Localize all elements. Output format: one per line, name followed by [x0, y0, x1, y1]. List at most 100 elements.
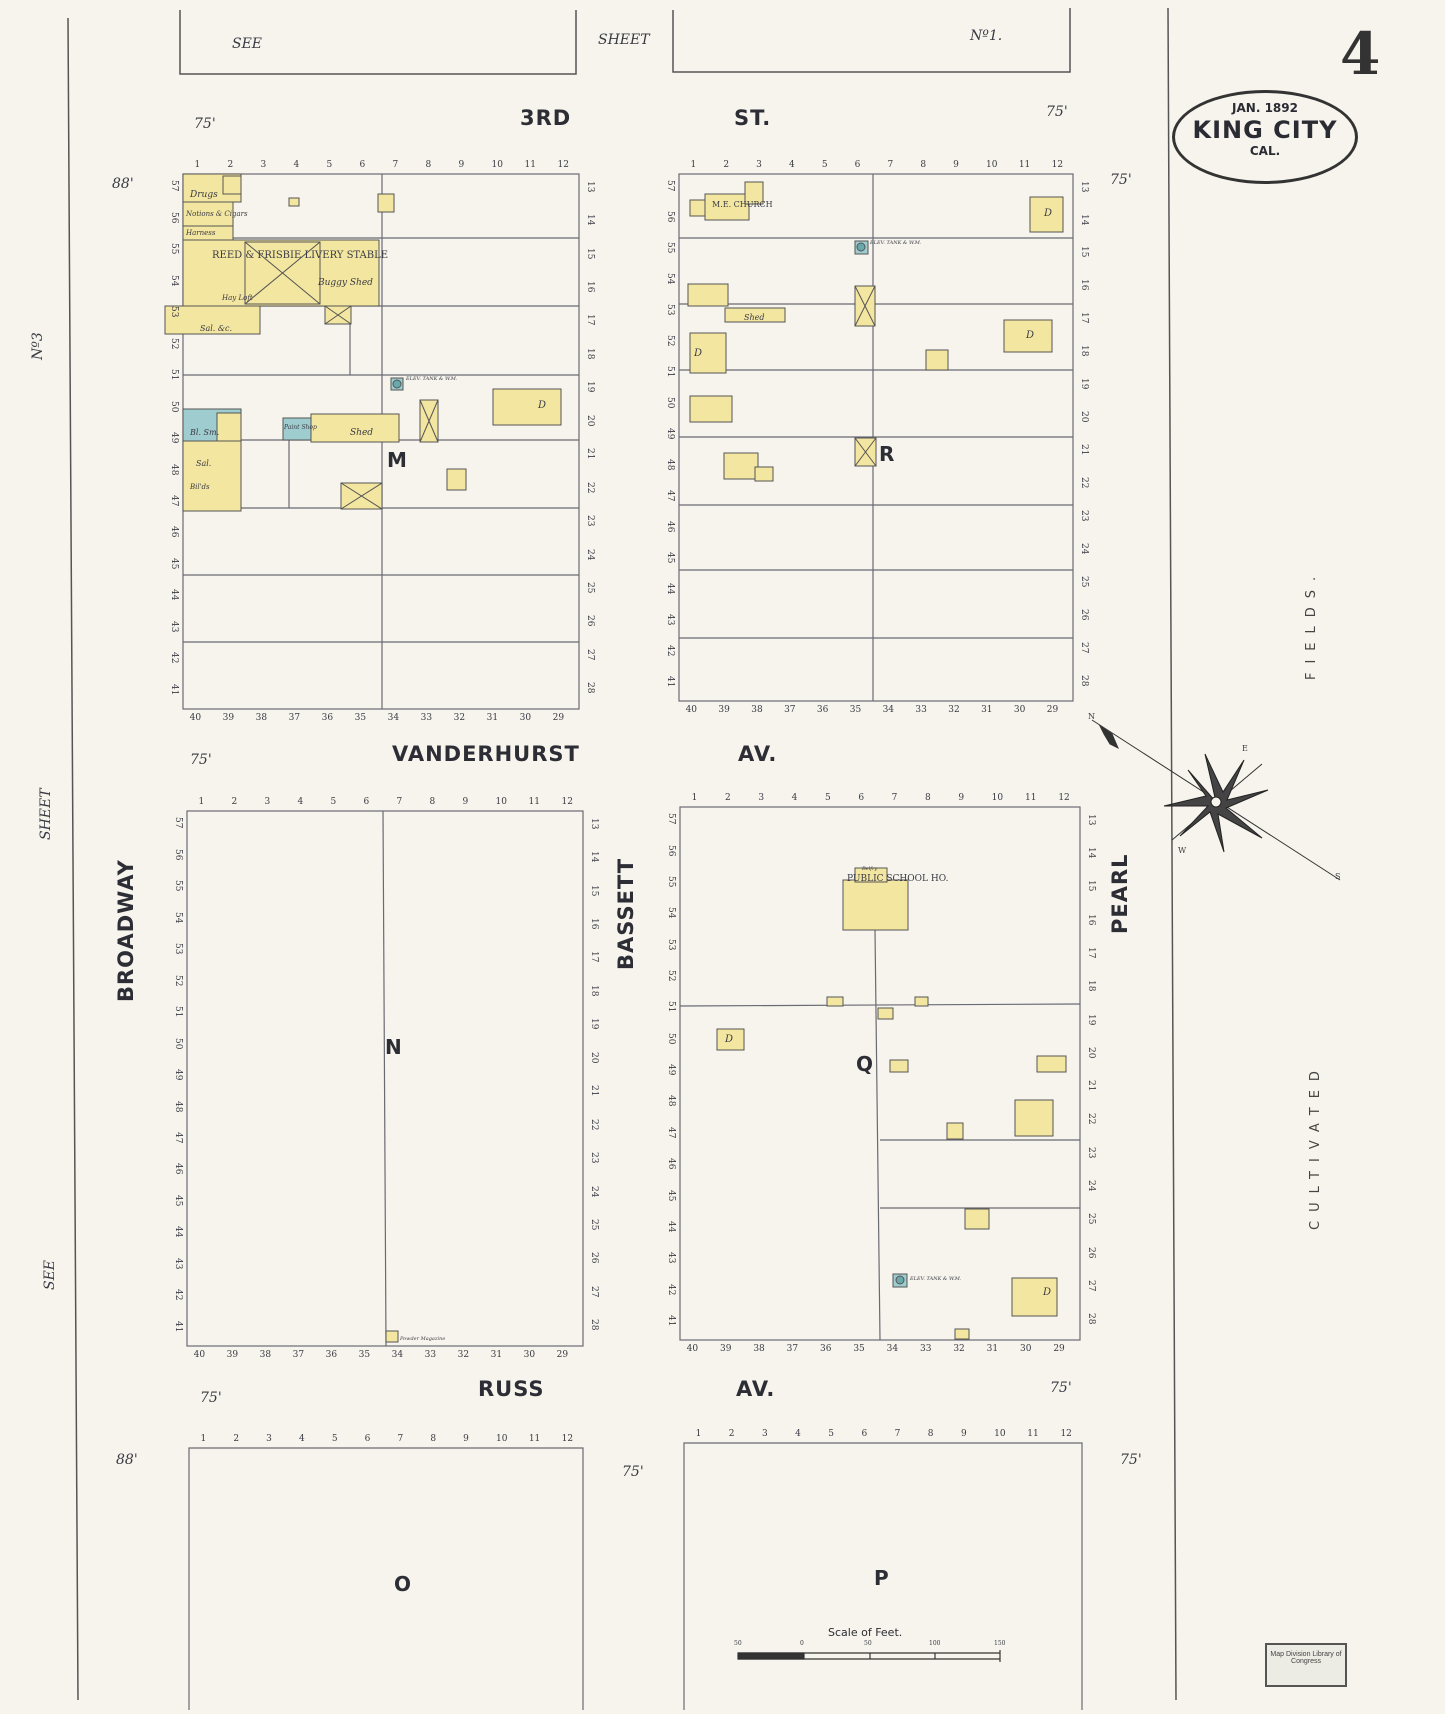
building-buggy-shed: Buggy Shed [318, 278, 373, 288]
lot-number: 54 [173, 911, 183, 924]
lot-number: 6 [861, 1429, 868, 1439]
ref-left-number: Nº3 [30, 332, 46, 360]
width-label: 88' [112, 176, 134, 192]
lot-number: 5 [326, 160, 333, 170]
lot-number: 4 [788, 160, 795, 170]
buildings-block-n [385, 1330, 399, 1343]
building-hay-loft: Hay Loft [222, 294, 253, 302]
lot-number: 30 [1013, 705, 1026, 715]
lot-number: 34 [882, 705, 895, 715]
building-dwelling: D [538, 400, 547, 411]
lot-number: 3 [266, 1434, 272, 1444]
street-russ: RUSS [478, 1377, 545, 1401]
lot-number: 33 [920, 1344, 932, 1354]
street-vanderhurst: VANDERHURST [392, 742, 580, 766]
lot-number: 5 [821, 160, 828, 170]
lot-number: 50 [173, 1037, 183, 1050]
width-label: 75' [194, 116, 216, 132]
lot-number: 8 [920, 160, 927, 170]
building-belfry: Belfry [862, 866, 878, 872]
ref-top-sheet: SHEET [598, 32, 650, 48]
lot-number: 25 [1079, 575, 1089, 588]
lot-number: 38 [255, 713, 268, 723]
lot-number: 1 [198, 797, 205, 807]
lot-number: 35 [358, 1350, 371, 1360]
lot-number: 23 [1079, 509, 1089, 522]
building-sal: Sal. &c. [200, 324, 233, 333]
lot-number: 43 [173, 1257, 183, 1270]
lot-number: 42 [173, 1289, 183, 1301]
lot-number: 26 [585, 615, 595, 627]
lot-number: 10 [495, 797, 507, 807]
lot-number: 39 [718, 705, 730, 715]
building-sal2: Sal. [196, 459, 212, 468]
lot-number: 22 [585, 481, 595, 494]
lot-number: 40 [193, 1350, 206, 1360]
width-label: 75' [200, 1390, 222, 1406]
street-pearl: PEARL [1108, 853, 1132, 934]
lot-number: 39 [720, 1344, 732, 1354]
lot-number: 16 [1079, 279, 1089, 291]
lot-number: 49 [666, 1064, 676, 1076]
lot-number: 16 [585, 281, 595, 293]
block-q [679, 806, 1081, 1341]
ref-left-sheet: SHEET [38, 788, 54, 840]
lot-number: 15 [1079, 246, 1089, 258]
block-letter-n: N [385, 1035, 402, 1059]
lot-number: 39 [222, 713, 235, 723]
lot-number: 51 [666, 1001, 676, 1013]
block-letter-q: Q [856, 1052, 874, 1076]
lot-number: 11 [528, 797, 540, 807]
lot-number: 19 [1086, 1013, 1096, 1025]
lot-number: 3 [264, 797, 271, 807]
block-n [186, 810, 584, 1347]
lot-number: 8 [925, 793, 931, 803]
lot-number: 28 [1086, 1313, 1096, 1325]
ref-top-number: Nº1. [970, 28, 1003, 44]
lot-number: 23 [589, 1152, 599, 1164]
lot-number: 34 [391, 1350, 404, 1360]
lot-number: 11 [1027, 1429, 1039, 1439]
lot-number: 51 [173, 1006, 183, 1018]
lot-number: 46 [173, 1163, 183, 1175]
lot-number: 5 [330, 797, 337, 807]
lot-number: 50 [169, 400, 179, 413]
buildings-block-r [687, 181, 1064, 482]
lot-number: 10 [991, 793, 1004, 803]
lot-number: 36 [820, 1344, 832, 1354]
lot-number: 10 [985, 160, 998, 170]
cultivated-label: CULTIVATED [1308, 1062, 1323, 1230]
lot-number: 9 [462, 797, 469, 807]
building-elev-tank: ELEV. TANK & W.M. [910, 1276, 962, 1282]
lot-number: 2 [231, 797, 238, 807]
lot-number: 53 [665, 304, 675, 316]
lot-number: 10 [491, 160, 503, 170]
street-third-st: ST. [734, 106, 772, 130]
lot-number: 11 [524, 160, 536, 170]
lot-number: 23 [585, 515, 595, 527]
lot-number: 31 [986, 1344, 999, 1354]
building-me-church: M.E. CHURCH [712, 200, 773, 209]
building-shed-r: Shed [744, 313, 765, 322]
lot-number: 43 [169, 620, 179, 633]
lot-number: 27 [589, 1285, 599, 1298]
lot-number: 34 [387, 713, 400, 723]
street-bassett: BASSETT [614, 857, 638, 970]
block-p [683, 1442, 1083, 1710]
lot-number: 48 [169, 463, 179, 475]
building-notions: Notions & Cigars [186, 210, 248, 218]
lot-number: 21 [585, 448, 595, 460]
lot-number: 42 [665, 645, 675, 657]
building-dwelling: D [725, 1034, 734, 1045]
building-paint-shop: Paint Shop [284, 424, 317, 431]
compass-rose [1091, 719, 1341, 881]
lot-number: 29 [1053, 1344, 1065, 1354]
lot-number: 4 [298, 1434, 305, 1444]
lot-number: 9 [960, 1429, 967, 1439]
lot-number: 56 [173, 848, 183, 861]
lot-number: 7 [392, 160, 399, 170]
lot-number: 12 [1058, 793, 1070, 803]
stamp-text: Map Division Library of Congress [1270, 1651, 1342, 1665]
buildings-block-m [164, 173, 562, 512]
lot-number: 17 [589, 951, 599, 963]
